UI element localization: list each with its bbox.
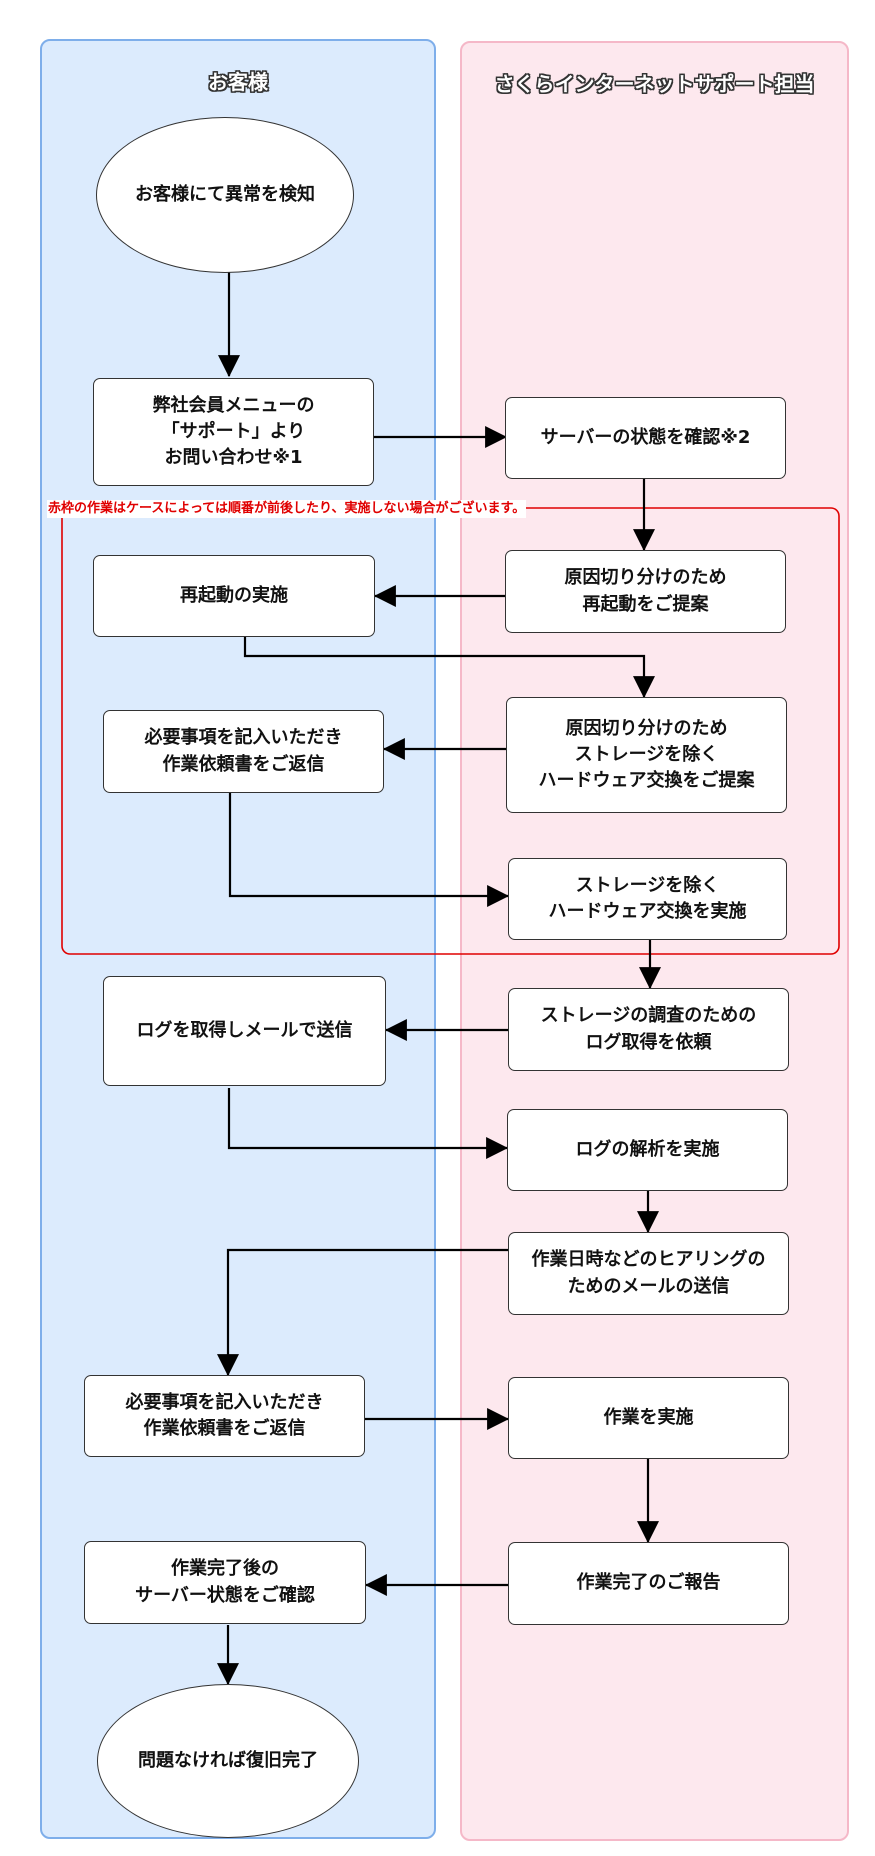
lane-title-customer: お客様 <box>208 70 268 94</box>
node-log-request: ストレージの調査のための ログ取得を依頼 <box>508 988 789 1071</box>
arrow-reboot-propose-hw <box>243 637 655 699</box>
node-propose-hw: 原因切り分けのため ストレージを除く ハードウェア交換をご提案 <box>506 697 787 813</box>
arrow-reply-hw-replace <box>228 793 510 907</box>
node-check-server: サーバーの状態を確認※2 <box>505 397 786 479</box>
lane-title-support: さくらインターネットサポート担当 <box>494 72 815 96</box>
arrow-hearing-reply2 <box>217 1248 508 1377</box>
node-hw-replace: ストレージを除く ハードウェア交換を実施 <box>508 858 787 940</box>
note-red-frame: 赤枠の作業はケースによっては順番が前後したり、実施しない場合がございます。 <box>47 500 527 518</box>
node-hearing-mail: 作業日時などのヒアリングの ためのメールの送信 <box>508 1232 789 1315</box>
node-propose-reboot: 原因切り分けのため 再起動をご提案 <box>505 550 786 633</box>
arrow-send-log-analyze <box>227 1088 509 1159</box>
lane-customer <box>40 39 436 1839</box>
node-done: 問題なければ復旧完了 <box>97 1684 359 1838</box>
node-inquiry: 弊社会員メニューの 「サポート」より お問い合わせ※1 <box>93 378 374 486</box>
node-confirm: 作業完了後の サーバー状態をご確認 <box>84 1541 366 1624</box>
node-do-work: 作業を実施 <box>508 1377 789 1459</box>
node-report: 作業完了のご報告 <box>508 1542 789 1625</box>
node-send-log: ログを取得しメールで送信 <box>103 976 386 1086</box>
node-detect: お客様にて異常を検知 <box>96 117 354 273</box>
node-reboot: 再起動の実施 <box>93 555 375 637</box>
node-analyze-log: ログの解析を実施 <box>507 1109 788 1191</box>
node-reply-form-2: 必要事項を記入いただき 作業依頼書をご返信 <box>84 1375 365 1457</box>
node-reply-form-1: 必要事項を記入いただき 作業依頼書をご返信 <box>103 710 384 793</box>
